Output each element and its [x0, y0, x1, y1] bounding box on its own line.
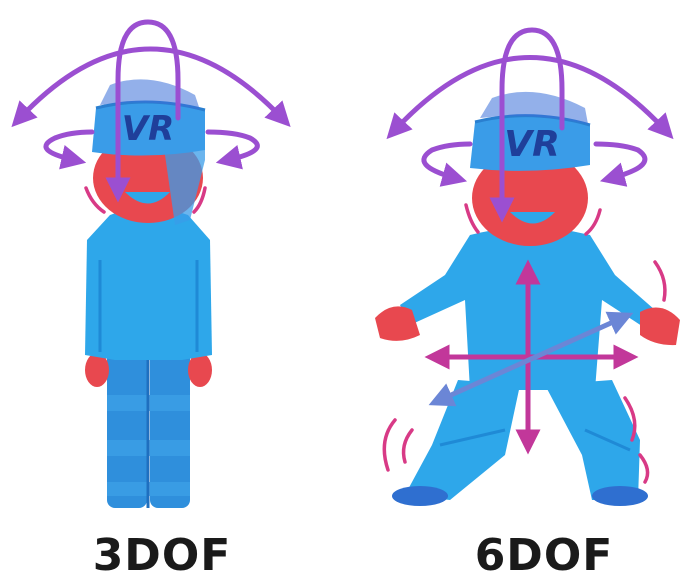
roll-arrow-left-6dof	[424, 144, 470, 178]
headset-label-6dof: VR	[504, 124, 560, 165]
figure-3dof: VR	[20, 22, 282, 508]
vr-headset-3dof: VR	[92, 79, 205, 155]
vr-headset-6dof: VR	[470, 92, 590, 171]
caption-6dof: 6DOF	[434, 530, 654, 582]
legs-6dof	[392, 380, 648, 506]
caption-3dof: 3DOF	[52, 530, 272, 582]
torso-3dof	[85, 208, 212, 361]
roll-arrow-right-6dof	[596, 144, 645, 178]
figure-6dof: VR	[375, 30, 680, 506]
roll-arrow-right	[208, 132, 257, 160]
headset-label-3dof: VR	[122, 109, 175, 149]
right-hand-6dof	[640, 308, 680, 346]
legs-3dof	[107, 350, 190, 508]
roll-arrow-left	[46, 132, 92, 160]
